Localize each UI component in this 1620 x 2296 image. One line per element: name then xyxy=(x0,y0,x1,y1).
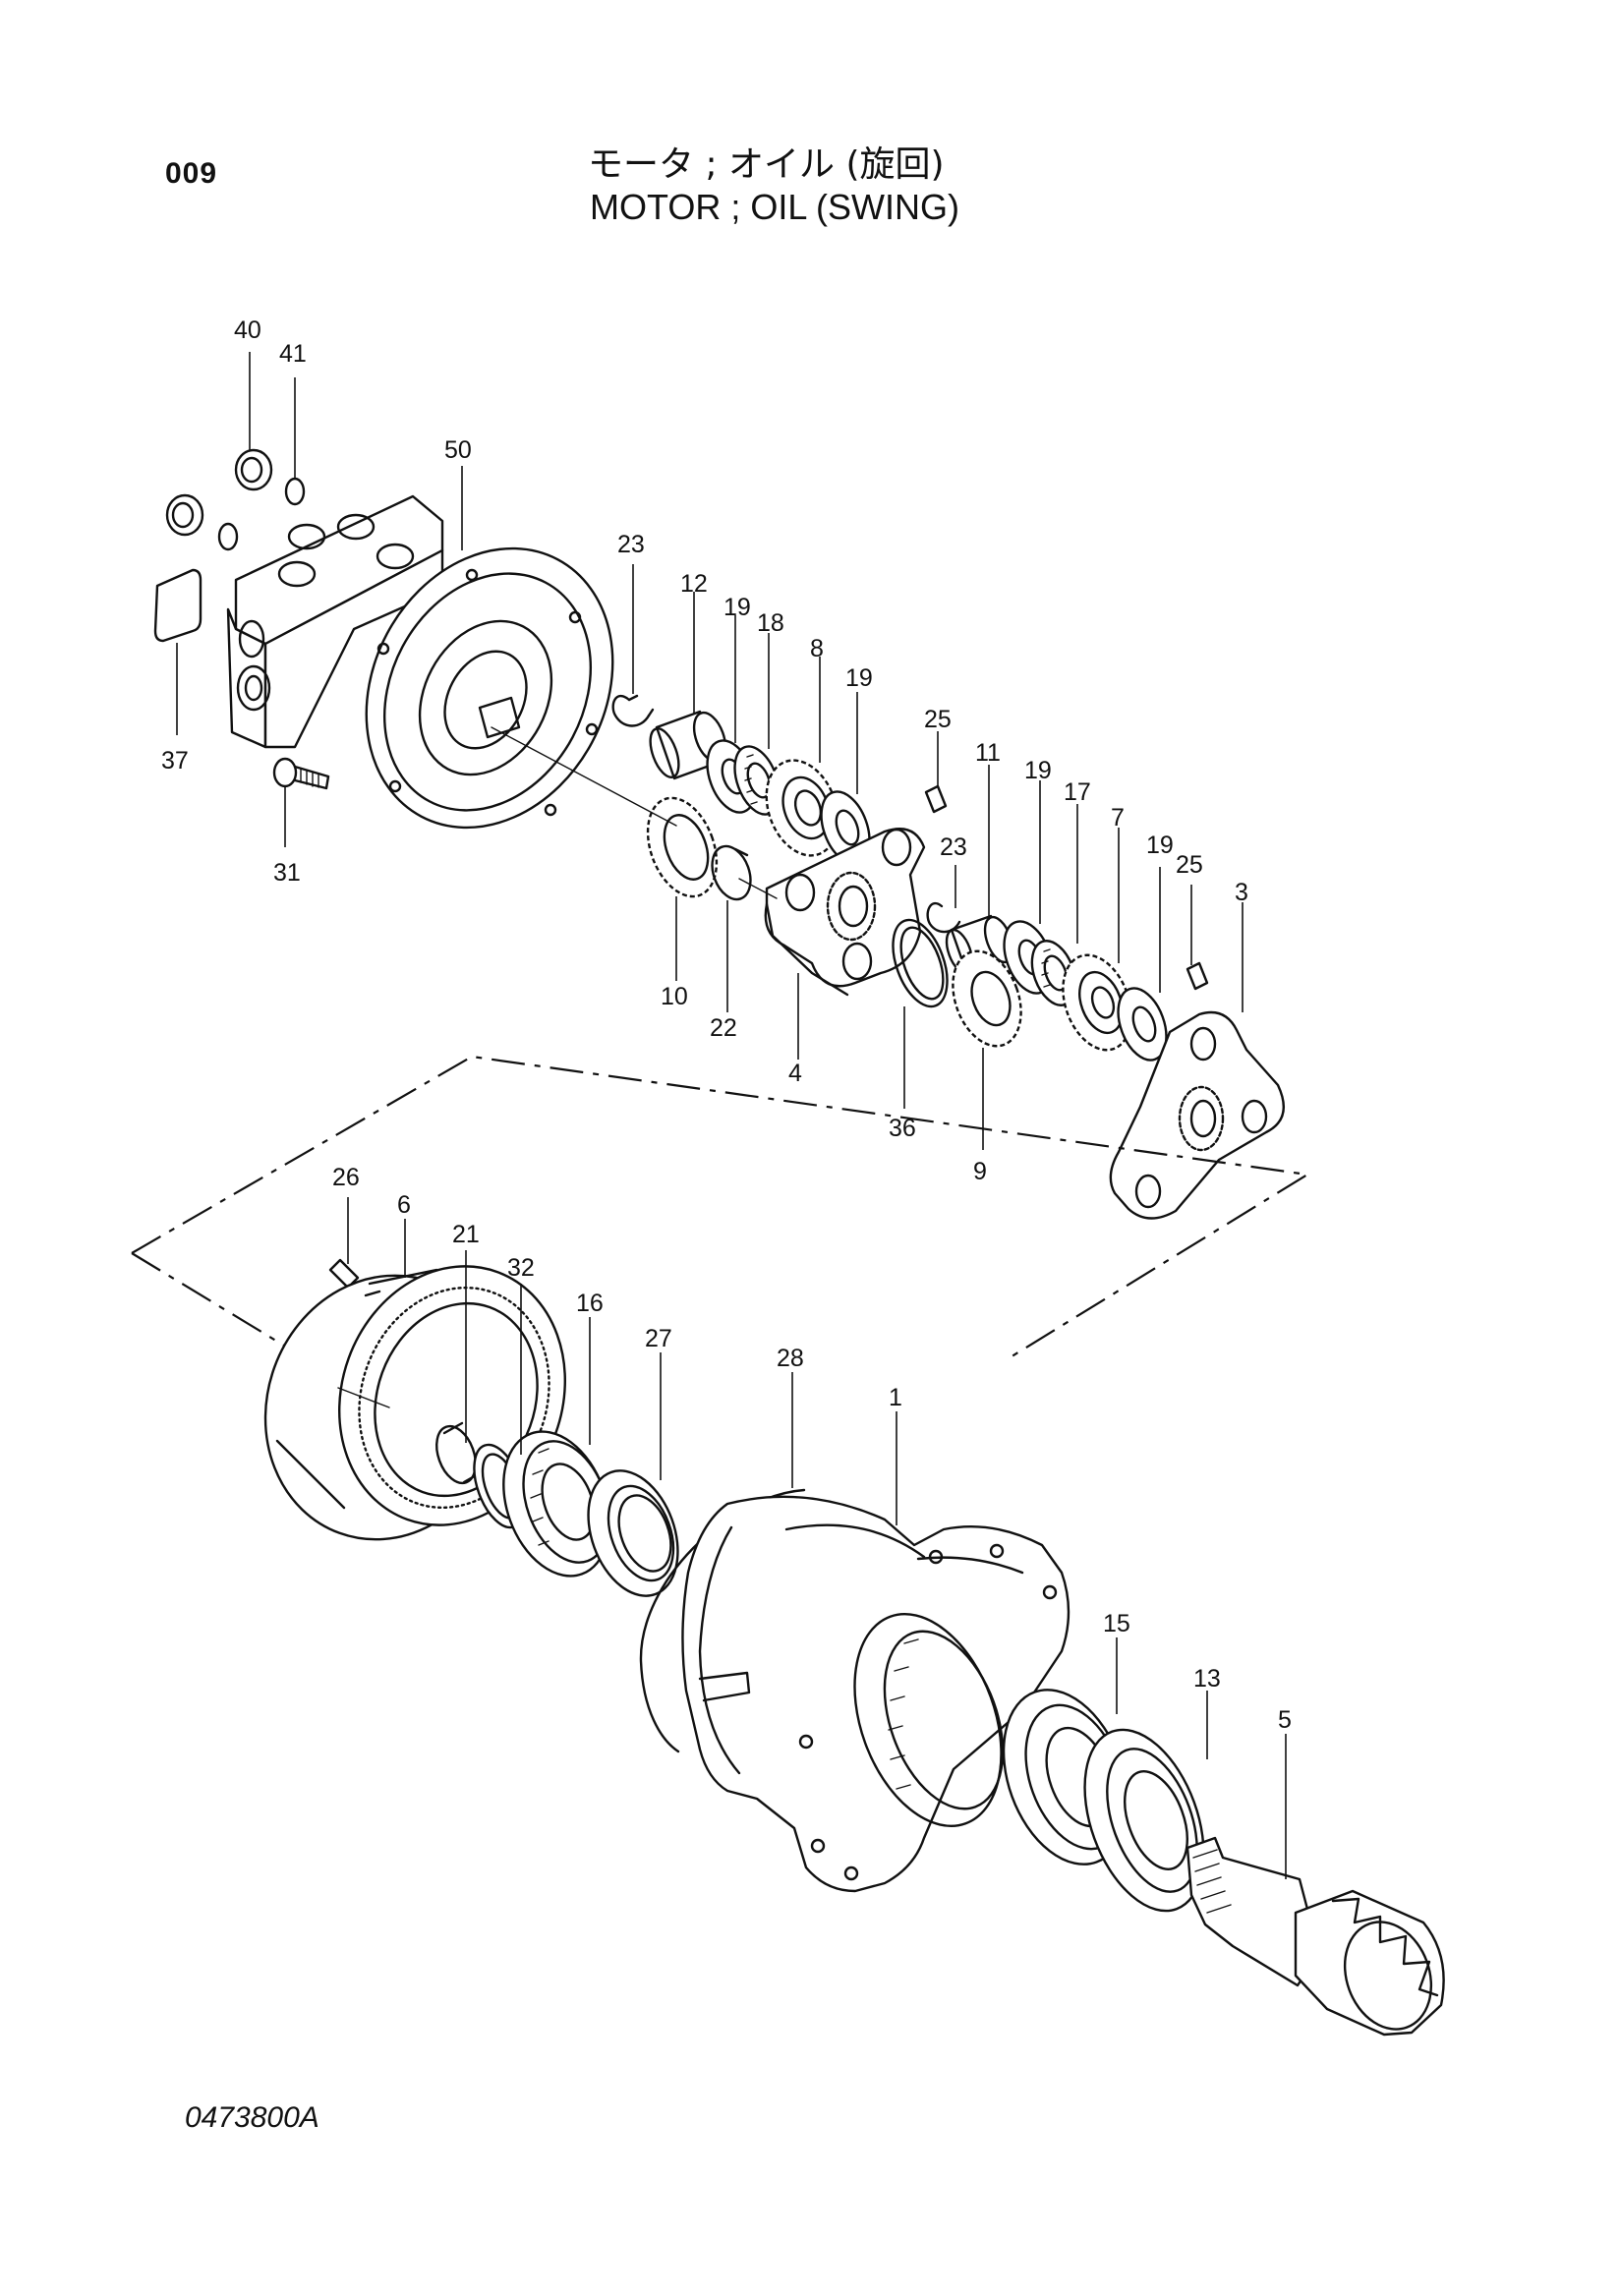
callout-21: 21 xyxy=(452,1221,480,1248)
callout-31: 31 xyxy=(273,859,301,887)
part-50-motor-flange xyxy=(365,546,614,830)
part-25-pin xyxy=(924,784,948,814)
page-number: 009 xyxy=(165,157,218,190)
part-25-pin xyxy=(1186,961,1209,991)
callout-28: 28 xyxy=(777,1345,804,1372)
callout-19-d: 19 xyxy=(1146,832,1174,859)
part-31-bolt xyxy=(272,757,330,790)
part-7-planet-gear xyxy=(1062,953,1132,1052)
callout-23-mid: 23 xyxy=(940,833,967,861)
drawing-number: 0473800A xyxy=(185,2101,319,2134)
callout-22: 22 xyxy=(710,1014,737,1042)
part-26-pin xyxy=(328,1258,360,1290)
part-23-retaining-ring xyxy=(611,694,655,727)
callout-17: 17 xyxy=(1064,778,1091,806)
callout-8: 8 xyxy=(810,635,824,662)
callout-50: 50 xyxy=(444,436,472,464)
part-37-plate xyxy=(153,568,202,643)
callout-19-a: 19 xyxy=(723,594,751,621)
part-27-oil-seal xyxy=(587,1469,679,1597)
part-9-planet-gear xyxy=(952,949,1022,1048)
leader-lines xyxy=(176,352,1287,1879)
callout-36: 36 xyxy=(889,1115,916,1142)
group-boundary-dashed-line-left xyxy=(131,1252,290,1349)
part-40-plug xyxy=(234,448,273,491)
callout-37: 37 xyxy=(161,747,189,775)
callout-19-c: 19 xyxy=(1024,757,1052,784)
callout-18: 18 xyxy=(757,609,784,637)
callout-32: 32 xyxy=(507,1254,535,1282)
callout-25-a: 25 xyxy=(924,706,952,733)
callout-19-b: 19 xyxy=(845,664,873,692)
callout-13: 13 xyxy=(1193,1665,1221,1693)
axis-line-upper xyxy=(491,726,677,827)
part-13-collar xyxy=(1083,1728,1205,1913)
part-50-motor-valve-block xyxy=(226,494,444,749)
callout-26: 26 xyxy=(332,1164,360,1191)
callout-9: 9 xyxy=(973,1158,987,1185)
callout-27: 27 xyxy=(645,1325,672,1352)
axis-line-lower xyxy=(337,1387,390,1408)
callout-5: 5 xyxy=(1278,1706,1292,1734)
axis-line-middle xyxy=(738,878,778,899)
part-36-ring xyxy=(892,918,949,1008)
part-10-sun-gear xyxy=(646,796,719,898)
callout-41: 41 xyxy=(279,340,307,368)
callout-6: 6 xyxy=(397,1191,411,1219)
part-40-plug-second xyxy=(165,493,204,537)
callout-1: 1 xyxy=(889,1384,902,1411)
callout-12: 12 xyxy=(680,570,708,598)
title-japanese: モータ ; オイル (旋回) xyxy=(588,144,945,185)
callout-labels: 40 41 50 37 31 23 12 19 18 8 19 25 11 19… xyxy=(161,316,1292,1734)
part-16-roller-bearing xyxy=(502,1430,610,1578)
group-boundary-dashed-line xyxy=(131,1055,1311,1359)
callout-16: 16 xyxy=(576,1290,604,1317)
callout-10: 10 xyxy=(661,983,688,1010)
callout-3: 3 xyxy=(1235,879,1248,906)
callout-23-top: 23 xyxy=(617,531,645,558)
callout-4: 4 xyxy=(788,1060,802,1087)
part-3-planet-carrier xyxy=(1109,1010,1286,1220)
callout-40: 40 xyxy=(234,316,261,344)
callout-25-b: 25 xyxy=(1176,851,1203,879)
part-4-planet-carrier xyxy=(764,828,926,997)
part-5-pinion-shaft xyxy=(1186,1836,1445,2037)
part-1-housing xyxy=(681,1495,1070,1893)
callout-7: 7 xyxy=(1111,804,1125,832)
callout-11: 11 xyxy=(975,739,1001,767)
title-english: MOTOR ; OIL (SWING) xyxy=(590,187,959,227)
part-19-thrust-washer xyxy=(1117,987,1168,1062)
callout-15: 15 xyxy=(1103,1610,1130,1637)
part-41-o-ring xyxy=(217,477,306,551)
part-22-snap-ring xyxy=(711,844,752,901)
